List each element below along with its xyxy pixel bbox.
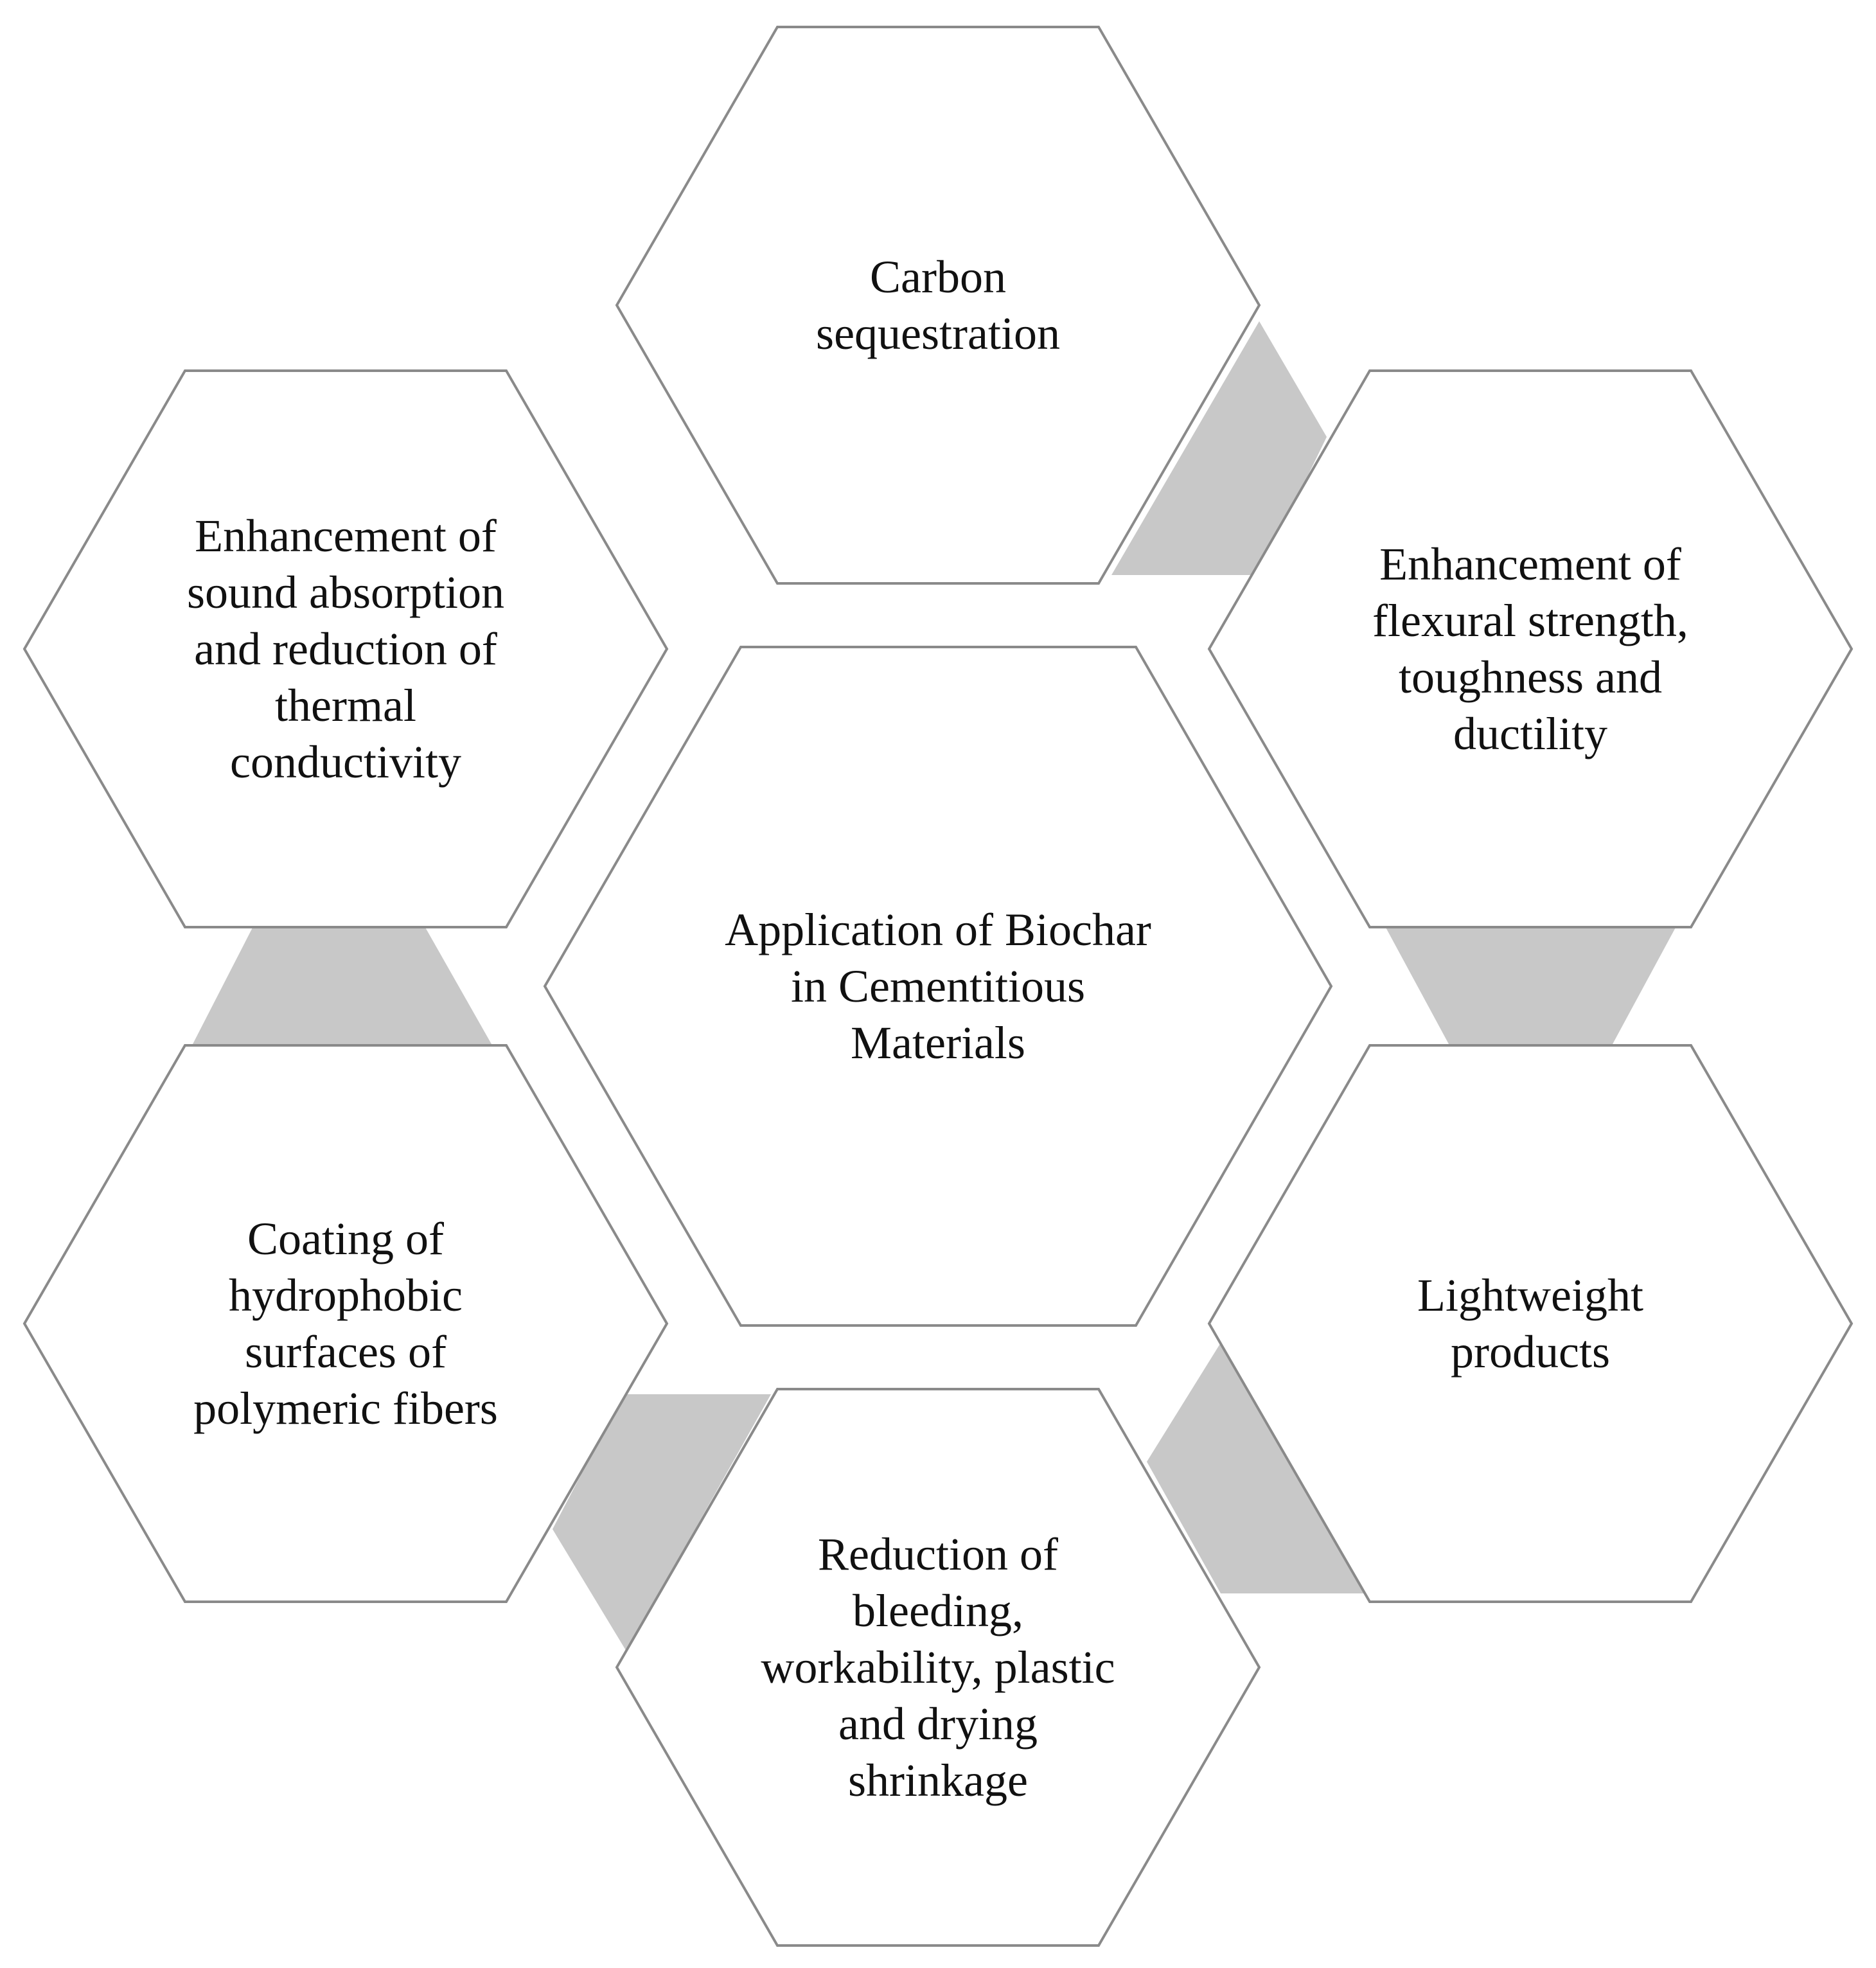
connector-lower-left-to-upper-left (193, 925, 491, 1044)
label-line: polymeric fibers (193, 1383, 498, 1434)
label-line: flexural strength, (1372, 595, 1688, 646)
hexagon-lower-right (1207, 1044, 1854, 1603)
hexagon-center (543, 646, 1333, 1327)
hexagon-lower-left (22, 1044, 669, 1603)
label-line: bleeding, (853, 1585, 1023, 1636)
label-bottom: Reduction of bleeding, workability, plas… (761, 1526, 1115, 1809)
label-line: in Cementitious (791, 961, 1085, 1012)
label-line: sequestration (816, 308, 1060, 359)
label-line: products (1451, 1326, 1610, 1378)
label-line: Enhancement of (1379, 538, 1681, 590)
label-line: sound absorption (187, 567, 504, 618)
label-line: toughness and (1399, 652, 1662, 703)
label-upper-right: Enhancement of flexural strength, toughn… (1372, 536, 1688, 762)
hexagon-top (615, 26, 1261, 585)
label-line: ductility (1453, 708, 1607, 759)
connector-upper-right-to-lower-right (1385, 925, 1677, 1044)
label-line: Materials (851, 1017, 1025, 1068)
hexagon-upper-right (1207, 369, 1854, 928)
label-line: thermal (275, 680, 416, 731)
label-line: workability, plastic (761, 1642, 1115, 1693)
label-line: Reduction of (818, 1529, 1058, 1580)
hexagon-bottom (615, 1388, 1261, 1947)
label-line: Carbon (870, 251, 1006, 303)
label-line: surfaces of (245, 1326, 447, 1378)
connector-bottom-to-lower-left (553, 1394, 771, 1651)
label-line: Enhancement of (195, 510, 497, 562)
label-lower-left: Coating of hydrophobic surfaces of polym… (193, 1210, 498, 1437)
label-top: Carbon sequestration (816, 249, 1060, 362)
label-line: and reduction of (194, 623, 497, 675)
connector-lower-right-to-bottom (1147, 1343, 1365, 1593)
label-line: Application of Biochar (725, 904, 1151, 955)
label-center: Application of Biochar in Cementitious M… (725, 901, 1151, 1071)
connector-top-to-upper-right (1111, 321, 1327, 575)
label-line: conductivity (230, 736, 461, 788)
label-lower-right: Lightweight products (1417, 1267, 1643, 1380)
label-line: Coating of (247, 1213, 444, 1264)
hexagon-upper-left (22, 369, 669, 928)
label-line: Lightweight (1417, 1270, 1643, 1321)
label-upper-left: Enhancement of sound absorption and redu… (187, 508, 504, 790)
label-line: shrinkage (848, 1755, 1028, 1806)
label-line: and drying (838, 1698, 1038, 1750)
label-line: hydrophobic (229, 1270, 463, 1321)
